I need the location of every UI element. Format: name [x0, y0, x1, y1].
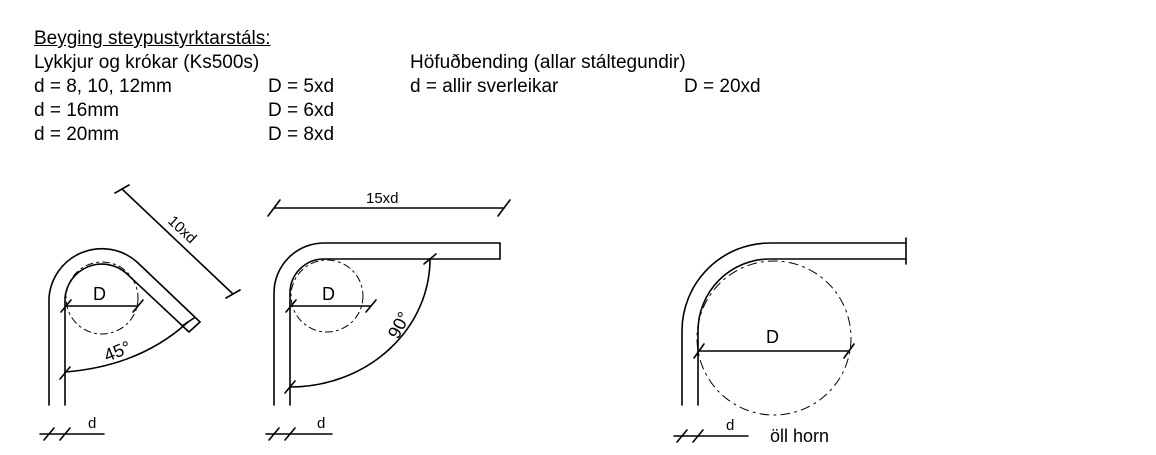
hook-45-angle-arc	[64, 321, 189, 373]
hook-90-d-tick	[284, 427, 296, 441]
hook-45-bar-outer	[48, 247, 201, 406]
hook-45-bar-end	[188, 321, 201, 333]
hook-45-angle-tick	[59, 366, 71, 380]
main-bend-diameter-tick	[693, 343, 705, 359]
hook-45-angle-label: 45°	[101, 337, 134, 366]
left-row-2-d: d = 16mm	[34, 100, 120, 121]
hook-90-diameter-tick	[285, 299, 297, 313]
hook-90-diameter-tick	[365, 299, 377, 313]
main-bend-caption: öll horn	[770, 426, 829, 446]
main-bend-circle	[696, 260, 852, 416]
hook-90-length-label: 15xd	[366, 190, 399, 207]
hook-90-angle-tick	[284, 380, 296, 394]
main-bend-bar-inner	[697, 258, 907, 406]
page-heading: Beyging steypustyrktarstáls:	[34, 28, 271, 49]
main-bend-d-tick	[676, 429, 688, 443]
main-bend-diagram	[673, 237, 907, 443]
hook-45-diameter-tick	[60, 299, 72, 313]
hook-45-bar-inner	[64, 263, 190, 406]
hook-45-length-tick	[225, 289, 241, 299]
hook-45-length-dim	[121, 188, 234, 295]
hook-90-length-tick	[497, 199, 511, 217]
hook-45-diameter-tick	[132, 299, 144, 313]
hook-90-angle-label: 90°	[384, 308, 414, 341]
hook-90-d-label: d	[317, 415, 325, 432]
hook-45-bend-circle	[65, 261, 139, 335]
right-row-d: d = allir sverleikar	[410, 76, 559, 97]
left-row-3-D: D = 8xd	[268, 124, 335, 145]
hook-90-length-tick	[267, 199, 281, 217]
hook-45-length-label: 10xd	[164, 212, 199, 247]
right-table-title: Höfuðbending (allar stáltegundir)	[410, 52, 686, 73]
hook-45-d-label: d	[88, 415, 96, 432]
left-row-3-d: d = 20mm	[34, 124, 120, 145]
hook-90-diameter-label: D	[322, 284, 335, 304]
main-bend-diameter-label: D	[766, 327, 779, 347]
left-row-1-d: d = 8, 10, 12mm	[34, 76, 172, 97]
main-bend-d-tick	[692, 429, 704, 443]
hook-45-diameter-label: D	[93, 284, 106, 304]
hook-45-diagram	[39, 184, 241, 441]
hook-45-angle-tick	[181, 317, 195, 327]
main-bend-d-label: d	[726, 417, 734, 434]
main-bend-diameter-tick	[843, 343, 855, 359]
left-row-1-D: D = 5xd	[268, 76, 335, 97]
hook-90-angle-arc	[289, 258, 431, 388]
hook-45-d-tick	[59, 427, 71, 441]
main-bend-bar-outer	[681, 242, 907, 406]
left-table-title: Lykkjur og krókar (Ks500s)	[34, 52, 260, 73]
hook-90-d-tick	[268, 427, 280, 441]
hook-90-diagram	[265, 199, 511, 441]
hook-90-bar-outer	[273, 242, 501, 406]
hook-90-bar-inner	[289, 258, 501, 406]
hook-90-angle-tick	[423, 253, 437, 265]
left-row-2-D: D = 6xd	[268, 100, 335, 121]
hook-45-d-tick	[43, 427, 55, 441]
hook-90-bend-circle	[290, 259, 364, 333]
hook-45-length-tick	[114, 184, 130, 194]
right-row-D: D = 20xd	[684, 76, 761, 97]
